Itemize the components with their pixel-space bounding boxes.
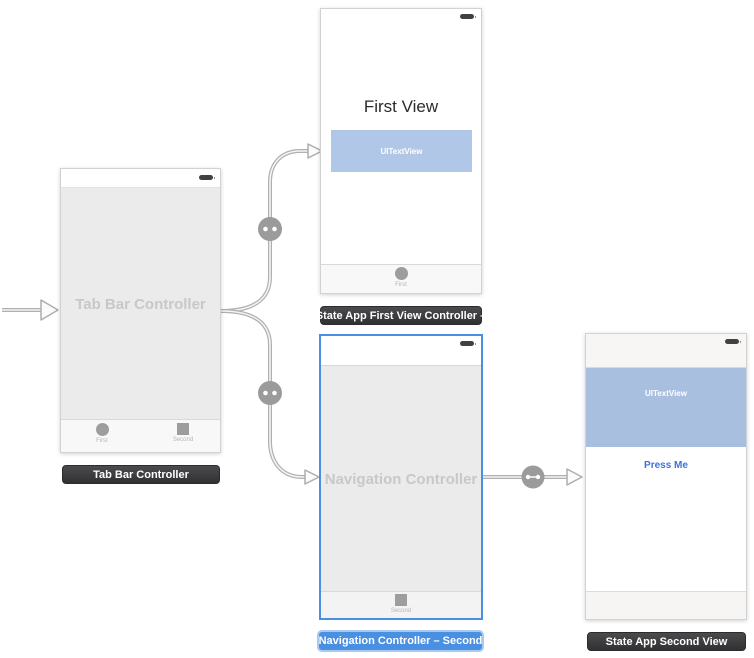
segue-nav-to-second[interactable] [483,465,583,489]
uitextview-label: UITextView [380,146,423,156]
tab-item-label: First [395,282,407,288]
uitextview[interactable]: UITextView [586,368,746,447]
uitextview[interactable]: UITextView [331,130,472,172]
circle-icon [394,267,408,280]
segue-tabbar-to-nav[interactable] [220,309,320,485]
segue-tabbar-to-first[interactable] [220,143,323,313]
bottom-bar: Second [321,591,481,618]
press-me-button[interactable]: Press Me [644,460,688,471]
tab-item-second[interactable]: Second [379,594,423,614]
initial-vc-arrow[interactable] [2,299,59,321]
tab-item-label: Second [390,608,412,614]
circle-icon [95,423,109,436]
controller-watermark-title: Navigation Controller [324,470,478,488]
tab-bar-controller-badge[interactable]: Tab Bar Controller [62,465,220,484]
battery-icon [460,341,476,346]
relationship-segue-icon[interactable] [258,381,282,405]
first-view-controller-badge[interactable]: State App First View Controller – [316,306,486,325]
tab-item-label: Second [172,437,194,443]
navigation-bar [586,334,746,368]
tab-bar: First Second [61,419,220,452]
square-icon [395,594,407,606]
toolbar [586,591,746,619]
navigation-controller-body[interactable]: Navigation Controller [321,366,481,592]
navigation-controller-card[interactable]: Navigation Controller Second [319,334,483,620]
first-view-controller-card[interactable]: First View UITextView First [320,8,482,294]
navigation-controller-badge[interactable]: Navigation Controller – Second [317,630,484,652]
first-view-heading[interactable]: First View [363,97,439,116]
battery-icon [199,175,215,180]
tab-item-first[interactable]: First [80,423,124,444]
square-icon [177,423,189,435]
tab-bar-controller-card[interactable]: Tab Bar Controller First Second [60,168,221,453]
navigation-bar [321,336,481,366]
tab-bar-controller-body[interactable]: Tab Bar Controller [61,188,220,420]
tab-item-first[interactable]: First [379,267,423,288]
battery-icon [725,339,741,344]
tab-item-label: First [96,438,108,444]
controller-watermark-title: Tab Bar Controller [75,295,206,313]
relationship-segue-icon[interactable] [258,217,282,241]
second-view-controller-card[interactable]: UITextView Press Me [585,333,747,620]
tab-item-second[interactable]: Second [161,423,205,443]
status-bar [61,169,220,188]
second-view-badge[interactable]: State App Second View [587,632,746,651]
battery-icon [460,14,476,19]
uitextview-label: UITextView [645,389,687,398]
tab-bar: First [321,264,481,293]
